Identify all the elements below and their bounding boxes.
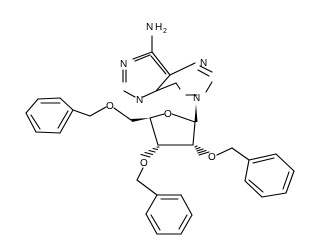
o3-label: O [140, 158, 148, 169]
benzyl-5-bonds [25, 97, 107, 134]
ring-oxygen-label: O [164, 109, 172, 120]
purine-n7-label: N [200, 58, 207, 69]
benzyl-2-bonds [194, 145, 295, 198]
adenine-bonds [122, 35, 213, 98]
adenine-atoms: N H 2 N N N N [120, 22, 207, 106]
benzyl-5-atoms: O [106, 101, 114, 112]
purine-n9-label: N [193, 93, 200, 104]
o2-label: O [208, 152, 216, 163]
purine-n3-label: N [136, 95, 143, 106]
purine-n1-label: N [120, 59, 127, 70]
amine-h-label: H [155, 22, 162, 33]
benzyl-3-atoms: O [140, 158, 148, 169]
benzyl-2-atoms: O [208, 152, 216, 163]
ribose-bonds [113, 104, 198, 146]
ribose-atoms: O [164, 109, 172, 120]
amine-n-label: N [146, 22, 153, 33]
amine-subscript: 2 [163, 28, 167, 35]
benzyl-3-bonds [136, 146, 193, 235]
o5-label: O [106, 101, 114, 112]
